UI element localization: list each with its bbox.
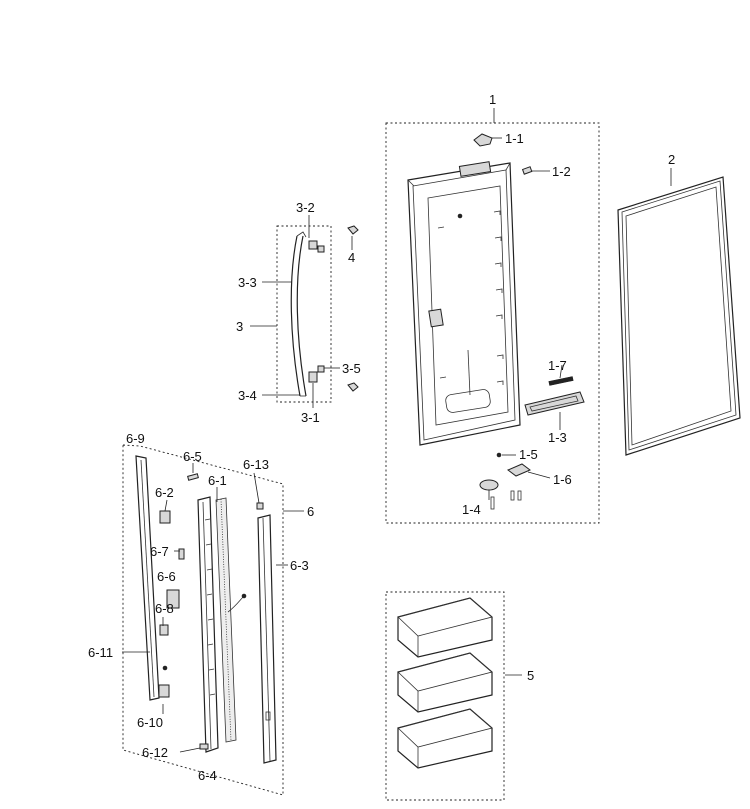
callout-3-2: 3-2 — [296, 200, 315, 215]
callout-6-7: 6-7 — [150, 544, 169, 559]
callout-6-8: 6-8 — [155, 601, 174, 616]
trim-cover-6-3 — [257, 514, 277, 764]
part-1-4-hinge — [479, 479, 522, 510]
trim-frame-6-4 — [197, 496, 219, 753]
callout-1-3: 1-3 — [548, 430, 567, 445]
callout-6-6: 6-6 — [157, 569, 176, 584]
part-6-5-small — [187, 473, 199, 481]
callout-3-1: 3-1 — [301, 410, 320, 425]
door-gasket — [617, 176, 741, 456]
part-3-2-mount — [308, 240, 325, 253]
callout-6-3: 6-3 — [290, 558, 309, 573]
trim-panel-6-1 — [215, 497, 237, 743]
part-1-5-pin — [496, 452, 502, 458]
callout-3: 3 — [236, 319, 243, 334]
part-6-13-small — [256, 502, 264, 510]
callout-6-9: 6-9 — [126, 431, 145, 446]
part-6-6-bracket — [166, 589, 180, 609]
callout-1-2: 1-2 — [552, 164, 571, 179]
part-6-10-clip — [158, 665, 170, 698]
callout-1-4: 1-4 — [462, 502, 481, 517]
part-6-12-small — [199, 743, 209, 750]
door-bin — [397, 708, 493, 769]
door-assembly — [407, 161, 521, 446]
part-1-1-cap — [473, 133, 493, 147]
callout-2: 2 — [668, 152, 675, 167]
assembly-5-box — [385, 591, 505, 801]
callout-6-1: 6-1 — [208, 473, 227, 488]
assembly-6-box — [122, 444, 284, 796]
door-bin — [397, 652, 493, 713]
part-1-2-clip — [521, 166, 533, 175]
part-6-2-clip — [159, 510, 171, 524]
callout-5: 5 — [527, 668, 534, 683]
wire-harness — [227, 593, 247, 613]
callout-1-7: 1-7 — [548, 358, 567, 373]
part-1-7-strip — [548, 376, 574, 386]
callout-6-5: 6-5 — [183, 449, 202, 464]
part-6-7-clip — [178, 548, 185, 560]
callout-6: 6 — [307, 504, 314, 519]
part-1-6-bracket — [507, 463, 531, 477]
part-3-5-mount — [308, 365, 325, 383]
callout-4: 4 — [348, 250, 355, 265]
callout-6-12: 6-12 — [142, 745, 168, 760]
callout-1: 1 — [489, 92, 496, 107]
door-bin — [397, 597, 493, 658]
callout-6-2: 6-2 — [155, 485, 174, 500]
door-handle — [290, 231, 307, 397]
callout-3-3: 3-3 — [238, 275, 257, 290]
part-6-8-clip — [159, 624, 169, 636]
callout-1-6: 1-6 — [553, 472, 572, 487]
callout-1-1: 1-1 — [505, 131, 524, 146]
part-1-3-cover — [524, 391, 585, 416]
leader-lines — [122, 108, 672, 753]
callout-1-5: 1-5 — [519, 447, 538, 462]
assembly-3-box — [276, 225, 332, 403]
callout-6-10: 6-10 — [137, 715, 163, 730]
callout-6-11: 6-11 — [88, 645, 113, 660]
callout-6-13: 6-13 — [243, 457, 269, 472]
callout-3-5: 3-5 — [342, 361, 361, 376]
part-4-screws — [347, 225, 359, 392]
assembly-1-box — [385, 122, 600, 524]
callout-3-4: 3-4 — [238, 388, 257, 403]
callout-6-4: 6-4 — [198, 768, 217, 783]
trim-strip-6-9 — [135, 455, 160, 701]
